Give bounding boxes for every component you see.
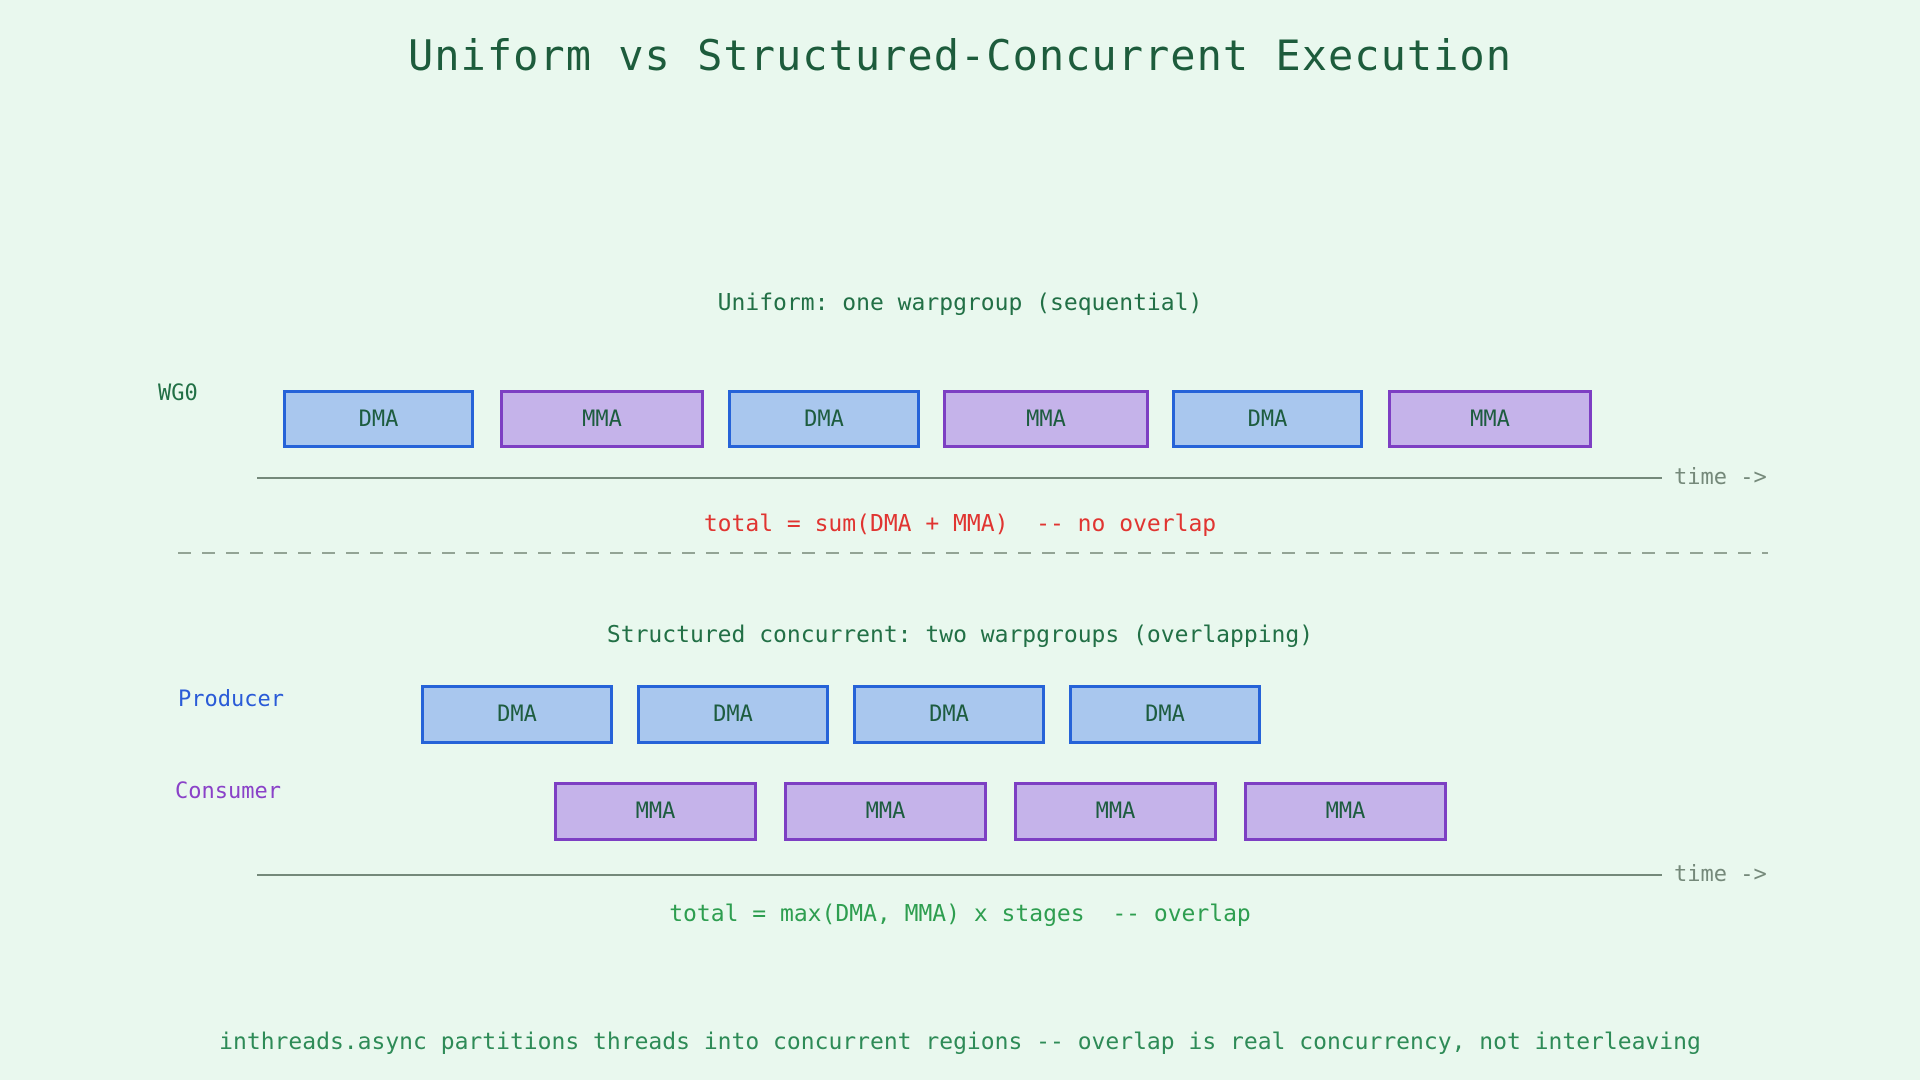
box-label: MMA xyxy=(1325,799,1366,824)
time-axis-line-uniform xyxy=(257,477,1662,479)
time-axis-label-concurrent: time -> xyxy=(1674,862,1767,887)
box-label: MMA xyxy=(1026,406,1066,432)
section-divider xyxy=(178,552,1768,554)
box-label: MMA xyxy=(1095,799,1136,824)
box-label: MMA xyxy=(582,406,622,432)
uniform-section-heading: Uniform: one warpgroup (sequential) xyxy=(717,290,1203,316)
dma-box: DMA xyxy=(1069,685,1261,744)
box-label: DMA xyxy=(804,406,844,432)
concurrent-total-note: total = max(DMA, MMA) x stages -- overla… xyxy=(669,901,1251,927)
box-label: MMA xyxy=(635,799,676,824)
mma-box: MMA xyxy=(554,782,757,841)
time-axis-line-concurrent xyxy=(257,874,1662,876)
mma-box: MMA xyxy=(1388,390,1592,448)
uniform-total-note: total = sum(DMA + MMA) -- no overlap xyxy=(703,511,1217,537)
dma-box: DMA xyxy=(1172,390,1363,448)
mma-box: MMA xyxy=(1014,782,1217,841)
dma-box: DMA xyxy=(283,390,474,448)
mma-box: MMA xyxy=(784,782,987,841)
diagram-title: Uniform vs Structured-Concurrent Executi… xyxy=(407,31,1513,80)
box-label: DMA xyxy=(1247,406,1288,432)
time-axis-label-uniform: time -> xyxy=(1674,465,1767,490)
wg0-lane-label: WG0 xyxy=(158,381,198,406)
box-label: DMA xyxy=(713,702,753,727)
box-label: DMA xyxy=(1145,702,1185,727)
box-label: DMA xyxy=(358,406,399,432)
concurrent-section-heading: Structured concurrent: two warpgroups (o… xyxy=(606,622,1314,648)
dma-box: DMA xyxy=(421,685,613,744)
dma-box: DMA xyxy=(637,685,829,744)
box-label: DMA xyxy=(929,702,969,727)
footer-note: inthreads.async partitions threads into … xyxy=(219,1029,1701,1055)
mma-box: MMA xyxy=(500,390,704,448)
mma-box: MMA xyxy=(1244,782,1447,841)
producer-lane-label: Producer xyxy=(178,687,284,712)
box-label: MMA xyxy=(1470,406,1510,432)
dma-box: DMA xyxy=(853,685,1045,744)
box-label: DMA xyxy=(497,702,537,727)
mma-box: MMA xyxy=(943,390,1149,448)
box-label: MMA xyxy=(865,799,906,824)
consumer-lane-label: Consumer xyxy=(175,779,281,804)
dma-box: DMA xyxy=(728,390,920,448)
